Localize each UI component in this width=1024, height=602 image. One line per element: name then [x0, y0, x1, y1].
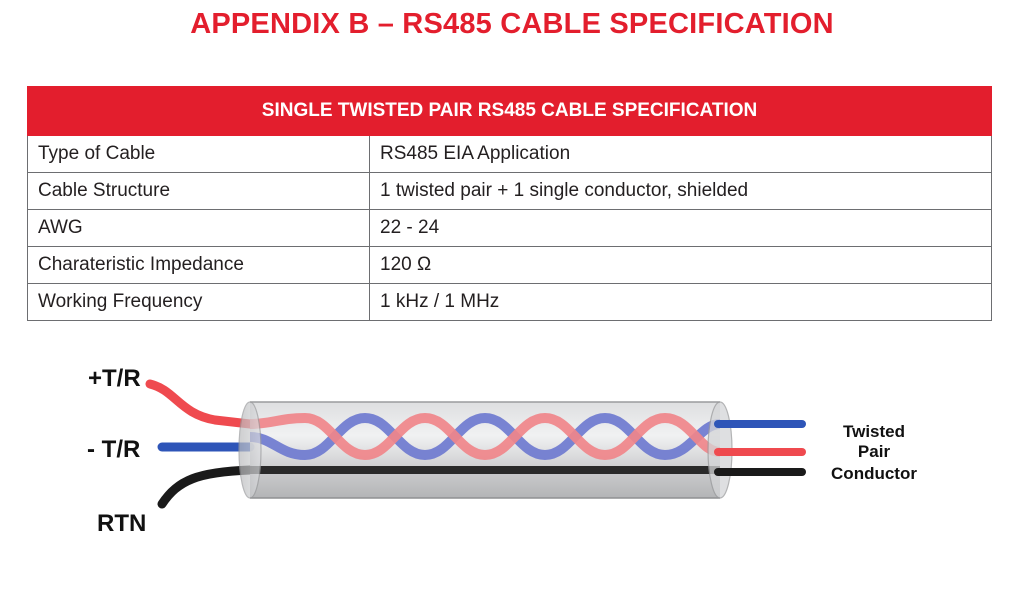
label-twisted: Twisted [843, 422, 905, 441]
page-title: APPENDIX B – RS485 CABLE SPECIFICATION [190, 8, 834, 40]
label-positive: +T/R [88, 365, 141, 392]
row-label: Working Frequency [27, 283, 370, 321]
return-wire-in [157, 465, 255, 509]
label-return: RTN [97, 510, 146, 537]
row-value: 22 - 24 [369, 209, 992, 247]
row-label: AWG [27, 209, 370, 247]
label-conductor: Conductor [831, 464, 917, 483]
row-label: Charateristic Impedance [27, 246, 370, 284]
row-value: 1 kHz / 1 MHz [369, 283, 992, 321]
row-value: RS485 EIA Application [369, 135, 992, 173]
table-row: Type of Cable RS485 EIA Application [27, 135, 992, 173]
positive-wire-in [145, 379, 255, 429]
table-header: SINGLE TWISTED PAIR RS485 CABLE SPECIFIC… [27, 86, 992, 136]
table-row: AWG 22 - 24 [27, 209, 992, 247]
label-negative: - T/R [87, 436, 140, 463]
table-header-row: SINGLE TWISTED PAIR RS485 CABLE SPECIFIC… [27, 86, 992, 136]
twisted-blue-strand [249, 412, 721, 461]
shield-left-cap [238, 401, 262, 499]
cable-spec-table: SINGLE TWISTED PAIR RS485 CABLE SPECIFIC… [27, 86, 992, 321]
twisted-red-strand [249, 412, 721, 461]
row-label: Cable Structure [27, 172, 370, 210]
row-value: 120 Ω [369, 246, 992, 284]
row-label: Type of Cable [27, 135, 370, 173]
row-value: 1 twisted pair + 1 single conductor, shi… [369, 172, 992, 210]
label-pair: Pair [858, 442, 891, 461]
table-row: Charateristic Impedance 120 Ω [27, 246, 992, 284]
cable-diagram: +T/R - T/R RTN Twisted Pair Conductor [87, 365, 917, 537]
table-row: Working Frequency 1 kHz / 1 MHz [27, 283, 992, 321]
table-row: Cable Structure 1 twisted pair + 1 singl… [27, 172, 992, 210]
